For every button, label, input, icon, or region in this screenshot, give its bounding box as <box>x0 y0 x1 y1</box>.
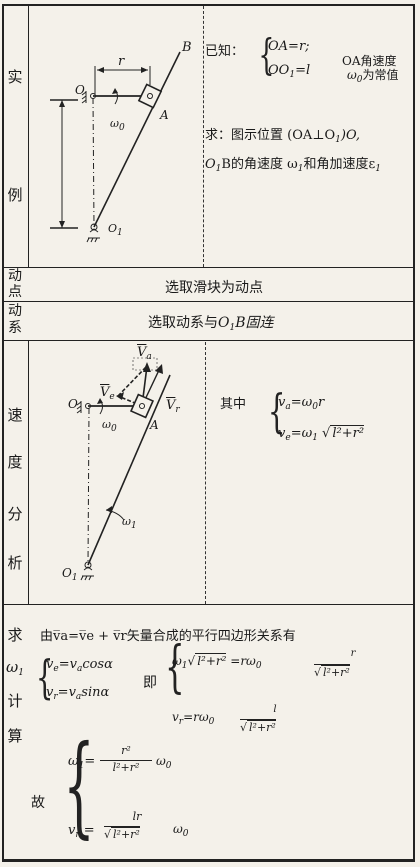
where-eq1: va=ω0r <box>278 395 325 412</box>
side-label: 点 <box>8 284 22 300</box>
column-divider <box>203 6 204 267</box>
brace: { <box>63 721 95 849</box>
label-o1: O1 <box>62 566 78 583</box>
side-label: 分 <box>7 505 23 523</box>
label-a: A <box>160 108 169 122</box>
eq3-numerator: r <box>350 648 356 659</box>
side-label: 速 <box>7 406 23 424</box>
res2-tail: ω0 <box>173 822 189 839</box>
column-border <box>28 340 29 604</box>
res1-numerator: r² <box>121 744 131 757</box>
compute-intro: 由v̅a=v̅e + v̅r矢量合成的平行四边形关系有 <box>40 629 296 644</box>
compute-eq1: ve=vacosα <box>46 657 113 674</box>
compute-eq4: vr=rω0 <box>172 710 215 727</box>
where-eq2: ve=ω1 √l²+r² <box>278 425 365 443</box>
brace: { <box>35 650 54 704</box>
given-eq1: OA=r; <box>268 39 310 54</box>
column-divider <box>205 342 206 604</box>
moving-frame-text: 选取动系与O1B固连 <box>148 315 274 333</box>
gu-label: 故 <box>31 795 45 811</box>
side-label: 析 <box>7 554 23 572</box>
brace: { <box>258 30 275 79</box>
side-label: 算 <box>7 727 23 745</box>
given-note1: OA角速度 <box>342 54 397 68</box>
res1-denominator: l²+r² <box>100 760 152 774</box>
label-o1: O1 <box>108 222 123 238</box>
side-label: 动 <box>8 303 22 319</box>
given-prefix: 已知： <box>205 44 245 59</box>
label-vr: Vr <box>166 398 180 415</box>
divider <box>2 340 415 341</box>
column-border <box>28 4 29 267</box>
res2-numerator: lr <box>132 810 142 823</box>
given-note2: ω0为常值 <box>347 68 399 85</box>
compute-eq3: ω1√l²+r² =rω0 <box>172 653 262 671</box>
divider <box>2 301 415 302</box>
side-label: 实 <box>7 68 23 86</box>
eq3-denominator: √l²+r² <box>314 664 350 679</box>
res1-tail: ω0 <box>156 754 172 771</box>
label-omega0: ω0 <box>110 117 125 133</box>
side-label: 例 <box>7 186 23 204</box>
side-label: 动 <box>8 268 22 284</box>
label-o: O <box>68 397 78 411</box>
side-label: ω1 <box>6 658 24 678</box>
compute-eq2: vr=vasinα <box>46 685 110 702</box>
label-o: O <box>75 83 85 97</box>
moving-point-text: 选取滑块为动点 <box>165 280 263 296</box>
res2-denominator: √l²+r² <box>104 826 140 841</box>
brace: { <box>165 635 185 700</box>
find-line2: O1B的角速度 ω1和角加速度ε1 <box>205 157 381 174</box>
eq4-numerator: l <box>273 704 277 715</box>
side-label: 求 <box>7 626 23 644</box>
result-1: ω1= <box>68 754 96 771</box>
side-label: 计 <box>7 692 23 710</box>
brace: { <box>267 384 286 438</box>
given-eq2: OO1=l <box>268 63 311 80</box>
eq4-denominator: √l²+r² <box>240 719 276 734</box>
label-va: Va <box>137 345 152 362</box>
where-prefix: 其中 <box>220 397 247 412</box>
divider <box>2 604 415 605</box>
side-label: 度 <box>7 453 23 471</box>
label-a: A <box>150 418 159 432</box>
label-ve: Ve <box>100 385 115 402</box>
side-label: 系 <box>8 320 22 336</box>
result-2: vr = <box>68 823 95 840</box>
divider <box>2 267 415 268</box>
label-omega1: ω1 <box>122 515 137 531</box>
label-omega0: ω0 <box>102 418 117 434</box>
label-r: r <box>118 54 125 69</box>
ji-label: 即 <box>143 675 157 691</box>
find-line1: 求：图示位置 (OA⊥O1)O, <box>205 128 360 145</box>
label-b: B <box>182 40 192 55</box>
table-frame <box>2 4 415 862</box>
